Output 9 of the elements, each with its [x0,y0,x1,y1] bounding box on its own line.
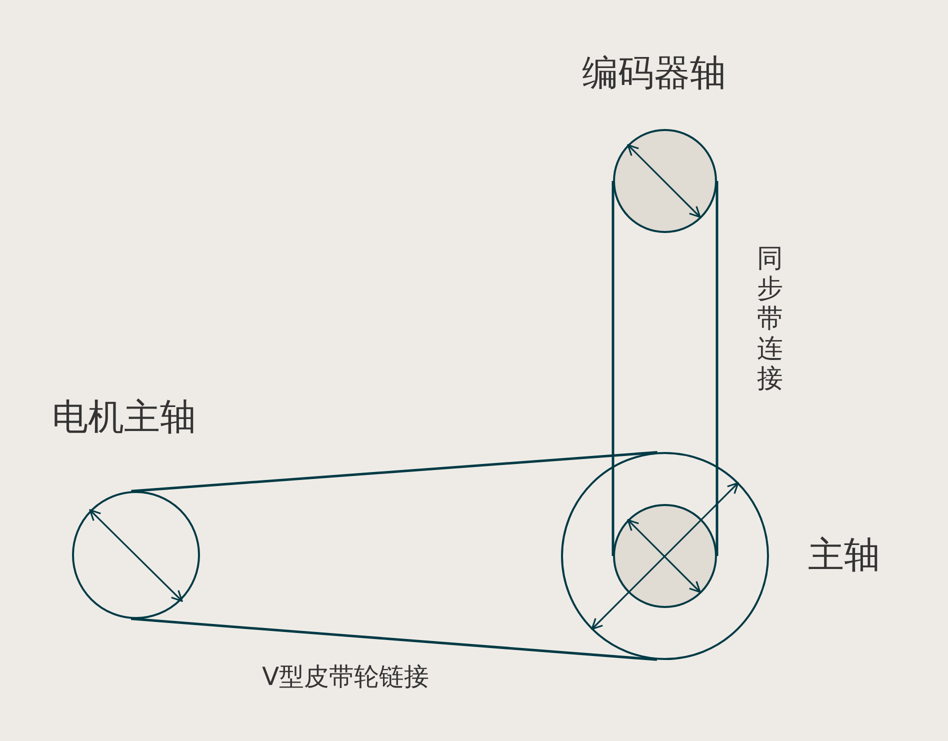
belt-line [131,451,658,492]
belt-label: 同步带连接 [757,245,784,394]
belt-line [130,618,658,661]
shaft-label: 主轴 [808,538,880,574]
belt-label: V型皮带轮链接 [262,664,430,689]
shaft-label: 电机主轴 [52,400,196,436]
shaft-label: 编码器轴 [582,56,726,92]
belt-line [716,181,718,556]
belt-line [612,181,614,556]
